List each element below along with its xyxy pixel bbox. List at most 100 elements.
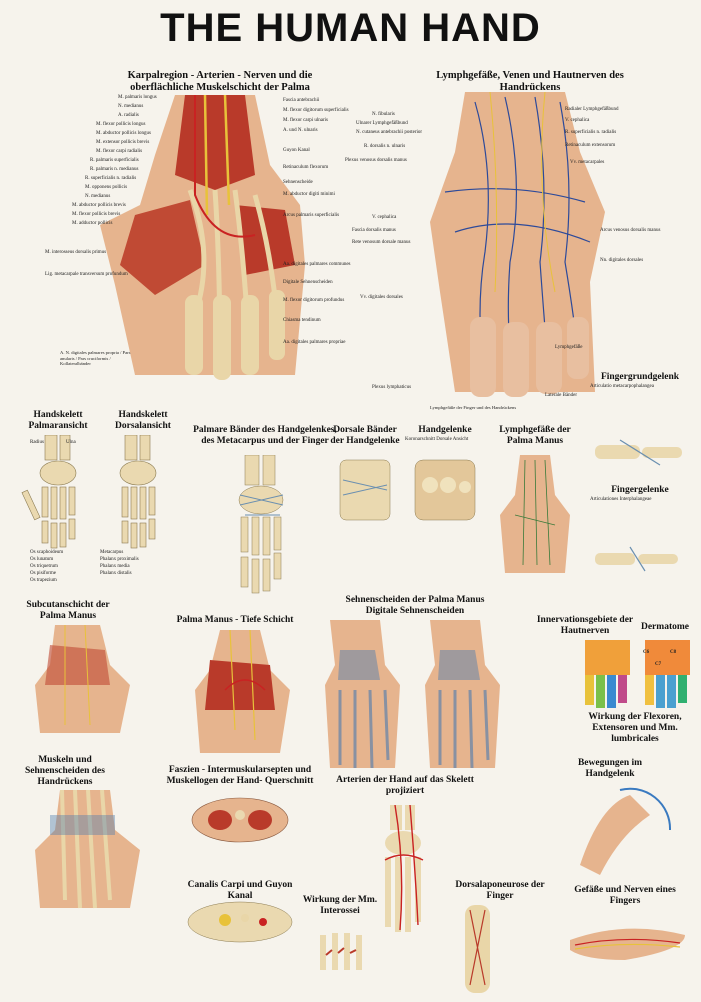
label: Ulna <box>66 440 76 445</box>
label: Phalanx media <box>100 564 130 569</box>
ligament-figure <box>238 455 284 594</box>
label: Os triquetrum <box>30 564 58 569</box>
karpal-bottom-note: A. N. digitales palmares propria / Pars … <box>60 350 131 367</box>
label: M. palmaris longus <box>118 95 157 100</box>
wrist-movement-figure <box>580 787 672 875</box>
label: R. palmaris superficialis <box>90 158 139 163</box>
label: A. radialis <box>118 113 139 118</box>
label: Retinaculum flexorum <box>283 165 329 170</box>
label: M. flexor digitorum profundus <box>283 298 345 303</box>
label: N. medianus <box>85 194 111 199</box>
label: Laterale Bänder <box>545 393 578 398</box>
section-title-tiefe-schicht: Palma Manus - Tiefe Schicht <box>176 615 294 625</box>
section-title-palmare-baender: Palmare Bänder des Handgelenkes, des Met… <box>193 425 337 446</box>
section-title-fingergrundgelenk: Fingergrundgelenk <box>600 372 680 382</box>
section-title-dermatome: Dermatome <box>640 622 689 632</box>
joint-section-figure <box>414 459 476 521</box>
ip-joint-figure <box>595 546 678 572</box>
label: V. cephalica <box>565 118 590 123</box>
dermatome-figures <box>585 640 690 708</box>
deep-layer-figure <box>195 630 290 753</box>
interossei-figure <box>320 933 362 970</box>
label: M. flexor carpi radialis <box>96 149 143 154</box>
section-title-skelett-dorsal: Handskelett Dorsalansicht <box>115 410 171 431</box>
section-title-bewegungen: Bewegungen im Handgelenk <box>577 758 643 779</box>
label: Phalanx distalis <box>100 571 132 576</box>
label: Lymphgefäße <box>555 345 583 350</box>
fascia-section-figure <box>191 797 289 843</box>
mcp-joint-figure <box>595 439 682 466</box>
fingergrundgelenk-subtitle: Articulatio metacarpophalangea <box>590 384 654 389</box>
label: Aa. digitales palmares communes <box>283 262 351 267</box>
section-title-canalis: Canalis Carpi und Guyon Kanal <box>187 880 293 901</box>
fingergelenke-subtitle: Articulationes Interphalangeae <box>590 497 652 502</box>
dermatome-label: C8 <box>670 650 677 655</box>
label: Os lunatum <box>30 557 54 562</box>
label: Phalanx proximalis <box>100 557 139 562</box>
dorsal-muscles-figure <box>35 790 140 909</box>
label: M. extensor pollicis brevis <box>96 140 150 145</box>
label: R. dorsalis n. ulnaris <box>364 144 406 149</box>
aponeurosis-figure <box>465 905 490 993</box>
label: Fascia antebrachii <box>283 98 320 103</box>
arteries-figure <box>384 805 424 932</box>
section-title-muskeln-handruecken: Muskeln und Sehnenscheiden des Handrücke… <box>25 755 105 787</box>
handgelenke-subtitle: Koronarschnitt Dorsale Ansicht <box>405 437 469 442</box>
dorsal-ligament-figure <box>339 459 391 521</box>
label: Lig. metacarpale transversum profundum <box>45 272 128 277</box>
label: Arcus venosus dorsalis manus <box>600 228 661 233</box>
lymph-hand-figure <box>430 92 605 397</box>
label: Plexus lymphaticus <box>372 385 412 390</box>
label: A. und N. ulnaris <box>283 128 318 133</box>
label: Os pisiforme <box>30 571 56 576</box>
label: Vv. metacarpales <box>570 160 605 165</box>
label: Vv. digitales dorsales <box>360 295 403 300</box>
label: M. abductor pollicis longus <box>96 131 151 136</box>
dermatome-label: C6 <box>643 650 650 655</box>
label: R. superficialis n. radialis <box>85 176 137 181</box>
section-title-sehnenscheiden: Sehnenscheiden der Palma Manus Digitale … <box>345 595 485 616</box>
dermatome-label: C7 <box>655 662 662 667</box>
subcutan-figure <box>35 625 130 733</box>
label: R. palmaris n. medianus <box>90 167 139 172</box>
label: Sehnenscheide <box>283 180 313 185</box>
finger-vessels-figure <box>570 928 685 960</box>
label: Metacarpus <box>100 550 124 555</box>
tendon-sheath-figures <box>325 620 500 769</box>
section-title-skelett-palmar: Handskelett Palmaransicht <box>28 410 88 431</box>
label: Guyon Kanal <box>283 148 310 153</box>
section-title-interossei: Wirkung der Mm. Interossei <box>302 895 378 916</box>
label: R. superficialis n. radialis <box>565 130 617 135</box>
label: Aa. digitales palmares propriae <box>283 340 346 345</box>
label: Retinaculum extensorum <box>565 143 616 148</box>
label: N. fibularis <box>372 112 395 117</box>
label: V. cephalica <box>372 215 397 220</box>
label: Nn. digitales dorsales <box>600 258 644 263</box>
label: M. flexor digitorum superficialis <box>283 108 349 113</box>
label: M. opponens pollicis <box>85 185 128 190</box>
poster-title: THE HUMAN HAND <box>160 6 541 50</box>
karpal-hand-figure <box>100 95 305 380</box>
section-title-subcutan: Subcutanschicht der Palma Manus <box>26 600 110 621</box>
label: Arcus palmaris superficialis <box>283 213 340 218</box>
label: Radialer Lymphgefäßbund <box>565 107 619 112</box>
label: Os scaphoideum <box>30 550 64 555</box>
section-title-fingergelenke: Fingergelenke <box>611 485 669 495</box>
label: M. interosseus dorsalis primus <box>45 250 107 255</box>
label: M. abductor digiti minimi <box>283 192 335 197</box>
label: M. adductor pollicis <box>72 221 113 226</box>
label: Radius <box>30 440 44 445</box>
lymph-palma-figure <box>500 455 570 573</box>
section-title-lymph-palma: Lymphgefäße der Palma Manus <box>499 425 571 446</box>
label: Plexus venosus dorsalis manus <box>345 158 407 163</box>
label: Rete venosum dorsale manus <box>352 240 411 245</box>
section-title-arterien: Arterien der Hand auf das Skelett projiz… <box>336 775 474 796</box>
label: M. flexor pollicis longus <box>96 122 146 127</box>
label: M. flexor carpi ulnaris <box>283 118 328 123</box>
label: Digitale Sehnenscheiden <box>283 280 333 285</box>
section-title-wirkung-flexoren: Wirkung der Flexoren, Extensoren und Mm.… <box>588 712 682 744</box>
label: Ulnarer Lymphgefäßbund <box>356 121 408 126</box>
lymph-bottom-note: Lymphgefäße der Finger und des Handrücke… <box>430 405 517 410</box>
carpal-tunnel-figure <box>187 901 293 943</box>
